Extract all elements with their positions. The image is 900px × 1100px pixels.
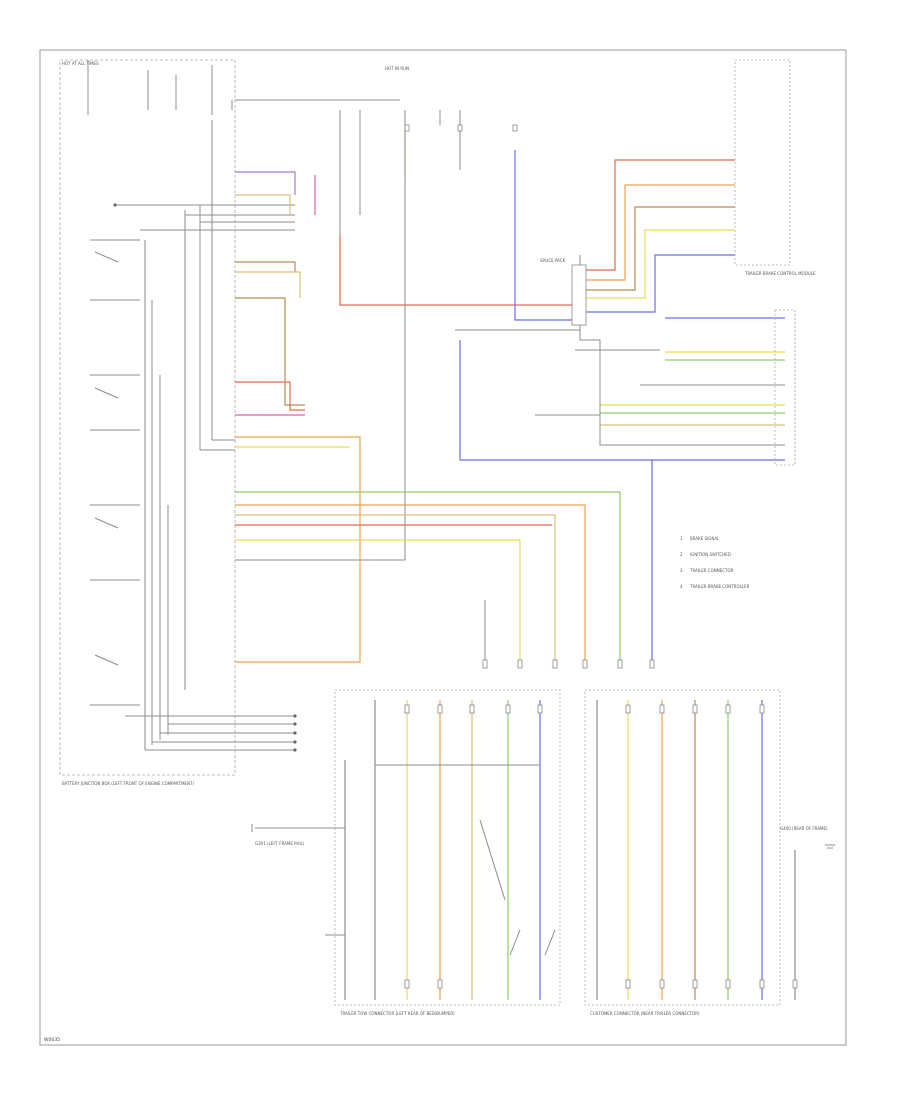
ground-rear-label: G400 (REAR OF FRAME) (780, 826, 828, 831)
svg-text:IGNITION SWITCHED: IGNITION SWITCHED (690, 552, 731, 557)
wire-blue-loop (459, 340, 785, 461)
wire-orange-right-1 (580, 159, 735, 271)
wire-yellow-mid-2 (235, 539, 521, 665)
middle-colored-bus (235, 436, 653, 665)
wire-violet (235, 171, 296, 195)
ground-symbols (251, 824, 835, 849)
wire-tan-2 (235, 261, 296, 272)
legend-item: 3 TRAILER CONNECTOR (680, 568, 734, 573)
bjb-bus-lines (144, 120, 213, 750)
svg-text:4: 4 (680, 584, 683, 589)
wire-tan-3 (235, 271, 301, 298)
wire-red-1 (235, 381, 305, 411)
bjb-terminals (113, 203, 297, 752)
bottom-connector-wiring (344, 700, 796, 1000)
connector-pins (404, 124, 798, 989)
splice-pack-label: SPLICE PACK (540, 258, 566, 263)
component-captions: BATTERY JUNCTION BOX (LEFT FRONT OF ENGI… (62, 61, 828, 1016)
relay-switches (90, 239, 140, 706)
fuse-hot-at-all-times-label: HOT AT ALL TIMES (62, 61, 99, 66)
wire-green-mid (235, 491, 621, 665)
wire-red-main (339, 235, 580, 306)
wire-brown-right (580, 206, 735, 291)
wire-blue-main (514, 150, 578, 321)
connector-outlines (334, 59, 796, 1006)
trailer-connector-box (334, 689, 561, 1006)
trailer-brake-module-label: TRAILER BRAKE CONTROL MODULE (744, 271, 816, 276)
customer-connector-box (584, 689, 781, 1006)
trailer-module-box (734, 59, 791, 266)
figure-code: W0035 (44, 1037, 60, 1043)
legend-item: 2 IGNITION SWITCHED (680, 552, 731, 557)
fuse-feeds (87, 60, 400, 115)
trailer-connector-label: TRAILER TOW CONNECTOR (LEFT REAR OF BED/… (339, 1011, 455, 1016)
wire-yellow-right (580, 229, 735, 299)
legend: 1 BRAKE SIGNAL 2 IGNITION SWITCHED 3 TRA… (680, 536, 750, 589)
wire-orange-mid (235, 436, 361, 663)
ground-left-frame-label: G301 (LEFT FRAME RAIL) (255, 841, 305, 846)
svg-text:2: 2 (680, 552, 683, 557)
svg-text:BRAKE SIGNAL: BRAKE SIGNAL (690, 536, 720, 541)
svg-text:3: 3 (680, 568, 683, 573)
splice-pack (571, 264, 587, 326)
battery-junction-box-label: BATTERY JUNCTION BOX (LEFT FRONT OF ENGI… (62, 781, 194, 786)
wire-orange-right-2 (580, 184, 735, 281)
customer-connector-label: CUSTOMER CONNECTOR (NEAR TRAILER CONNECT… (590, 1011, 700, 1016)
ground-icon (825, 844, 835, 849)
wire-tan-1 (235, 194, 291, 215)
diagram-frame (39, 49, 847, 1046)
legend-item: 4 TRAILER BRAKE CONTROLLER (680, 584, 750, 589)
wire-blue-right (580, 254, 735, 313)
wire-tan-mid (235, 514, 556, 665)
battery-junction-box (59, 59, 400, 776)
bjb-outline (59, 59, 236, 776)
svg-text:TRAILER CONNECTOR: TRAILER CONNECTOR (689, 568, 734, 573)
upper-gray-wires (235, 110, 785, 561)
svg-text:1: 1 (680, 536, 683, 541)
bottom-gray-details (255, 764, 556, 956)
trailer-module-box-2 (774, 309, 796, 466)
fuse-hot-in-run-label: HOT IN RUN (385, 66, 409, 71)
legend-item: 1 BRAKE SIGNAL (680, 536, 720, 541)
bjb-horizontal-feeds (115, 204, 295, 751)
wire-orange-mid-2 (235, 504, 586, 665)
wire-brown-1 (235, 297, 305, 406)
upper-colored-wires (235, 130, 785, 461)
svg-text:TRAILER BRAKE CONTROLLER: TRAILER BRAKE CONTROLLER (689, 584, 750, 589)
